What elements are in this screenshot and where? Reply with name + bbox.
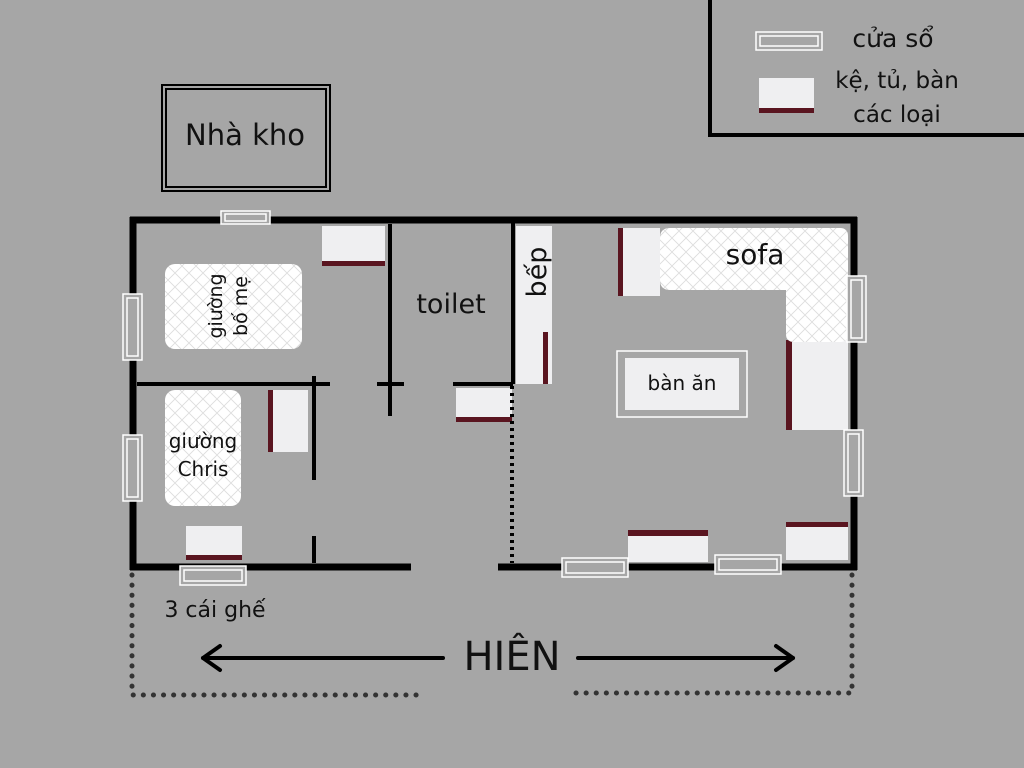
storage-room: Nhà kho bbox=[161, 84, 331, 192]
storage-room-label: Nhà kho bbox=[185, 118, 305, 152]
cabinet-chris-right bbox=[268, 390, 308, 452]
parents-bed: giường bố mẹ bbox=[165, 264, 302, 349]
legend-window-symbol bbox=[755, 31, 823, 51]
windows bbox=[122, 210, 867, 586]
porch-label: HIÊN bbox=[463, 632, 560, 680]
cabinet-living-bottom bbox=[628, 530, 708, 562]
parents-bed-label-line1: giường bbox=[205, 273, 227, 338]
chris-bed-label-line1: giường bbox=[169, 429, 238, 453]
cabinet-hallway bbox=[456, 388, 512, 422]
cabinet-living-corner bbox=[786, 522, 848, 560]
toilet-label: toilet bbox=[416, 289, 485, 320]
chris-bed: giường Chris bbox=[165, 390, 241, 506]
window-bottom-left bbox=[179, 565, 247, 586]
chris-bed-label-line2: Chris bbox=[178, 457, 229, 481]
furniture bbox=[186, 226, 848, 562]
window-left-bottom bbox=[122, 434, 143, 502]
desk-chris-bottom bbox=[186, 526, 242, 560]
window-left-top bbox=[122, 293, 143, 361]
dining-table: bàn ăn bbox=[616, 350, 748, 418]
porch: 3 cái ghế HIÊN bbox=[129, 569, 855, 698]
arrow-right bbox=[576, 644, 795, 672]
arrow-left bbox=[201, 644, 445, 672]
cabinet-parents-top bbox=[322, 226, 385, 266]
legend-window-label: cửa sổ bbox=[852, 24, 933, 53]
kitchen-label: bếp bbox=[522, 247, 553, 298]
dining-table-label: bàn ăn bbox=[648, 371, 717, 395]
chairs-label: 3 cái ghế bbox=[164, 598, 266, 623]
window-right-bottom bbox=[843, 429, 864, 497]
parents-bed-label-line2: bố mẹ bbox=[230, 276, 252, 336]
legend: cửa sổ kệ, tủ, bàn các loại bbox=[708, 0, 1024, 137]
window-bottom-middle bbox=[561, 557, 629, 578]
legend-furniture-label-line2: các loại bbox=[853, 102, 941, 128]
window-right-top bbox=[846, 275, 867, 343]
walls bbox=[129, 216, 858, 571]
kitchen-counter bbox=[516, 226, 552, 384]
legend-furniture-label-line1: kệ, tủ, bàn bbox=[835, 68, 959, 94]
window-top-left bbox=[220, 210, 271, 225]
sofa-label: sofa bbox=[726, 238, 785, 271]
cabinet-living-right bbox=[786, 340, 848, 430]
shelf-living-top bbox=[618, 228, 660, 296]
porch-boundary-right bbox=[573, 569, 855, 696]
porch-boundary-left bbox=[129, 572, 421, 698]
window-bottom-right bbox=[714, 554, 782, 575]
sofa: sofa bbox=[660, 228, 848, 342]
legend-furniture-symbol bbox=[759, 78, 814, 113]
